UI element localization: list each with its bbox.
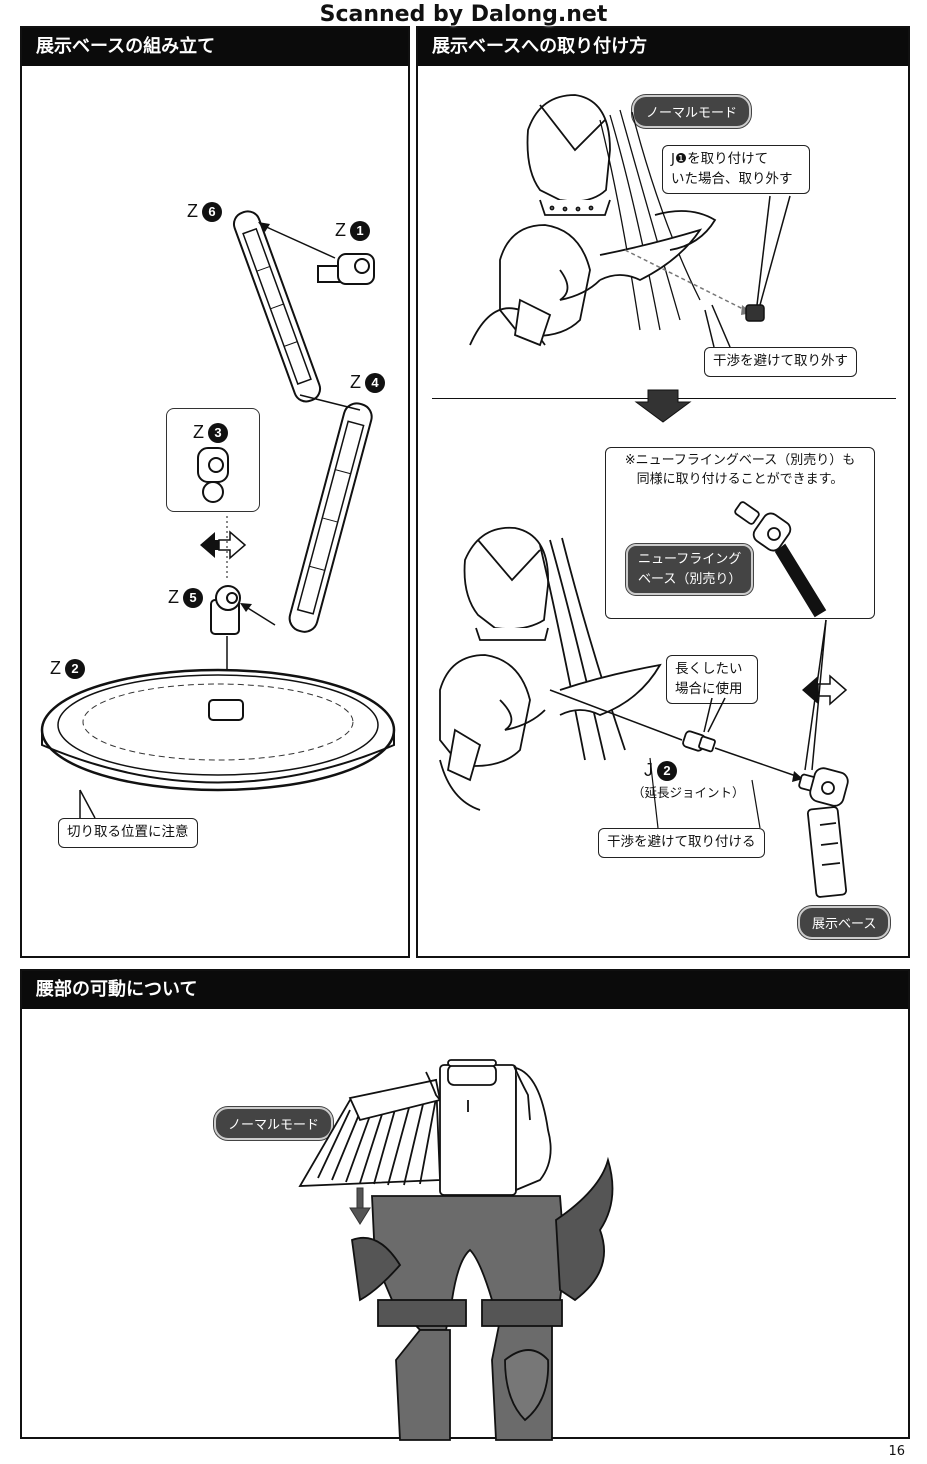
swap-arrow-icon [200,530,247,560]
note-j1-remove: J❶を取り付けて いた場合、取り外す [662,145,810,195]
part-z6-arm [232,210,322,403]
page-number: 16 [888,1444,905,1459]
tag-new-flying-base: ニューフライング ベース（別売り） [626,544,754,595]
part-j2-caption: （延長ジョイント） [632,785,745,800]
part-z4-arm [288,402,373,633]
note-avoid-remove: 干渉を避けて取り外す [704,347,857,377]
panel-title: 展示ベースの組み立て [22,28,408,66]
tag-normal-mode: ノーマルモード [632,95,752,128]
tag-normal-mode: ノーマルモード [214,1107,334,1140]
part-j1-cylinder [745,304,765,322]
part-z3-piece [197,447,229,503]
part-number-badge: 3 [208,422,228,443]
part-number-badge: 4 [365,372,385,393]
tag-display-base: 展示ベース [798,906,891,939]
watermark: Scanned by Dalong.net [319,2,608,27]
part-flying-base-arm [734,501,827,618]
torso [439,1059,552,1196]
skirt-armor [298,1071,442,1187]
down-arrow-icon [349,1187,371,1225]
panel-title: 腰部の可動について [22,971,908,1009]
part-j2-joint [682,730,716,753]
figure-bottom [439,526,662,811]
legs [351,1156,614,1441]
part-z3-box [166,408,260,512]
part-number-badge: 6 [202,201,222,222]
note-cut-position: 切り取る位置に注意 [58,818,198,848]
panel-title: 展示ベースへの取り付け方 [418,28,908,66]
part-number-badge: 2 [657,760,677,781]
down-arrow-icon [634,389,692,423]
part-number-badge: 2 [65,658,85,679]
part-z1-joint [317,253,375,285]
part-z5-piece [210,585,241,635]
note-extend-use: 長くしたい 場合に使用 [666,655,758,705]
part-number-badge: 5 [183,587,203,608]
part-z2-base [40,668,396,792]
part-display-base-arm [798,767,849,898]
note-avoid-attach: 干渉を避けて取り付ける [598,828,765,858]
part-number-badge: 1 [350,220,370,241]
figure-top [469,94,717,347]
